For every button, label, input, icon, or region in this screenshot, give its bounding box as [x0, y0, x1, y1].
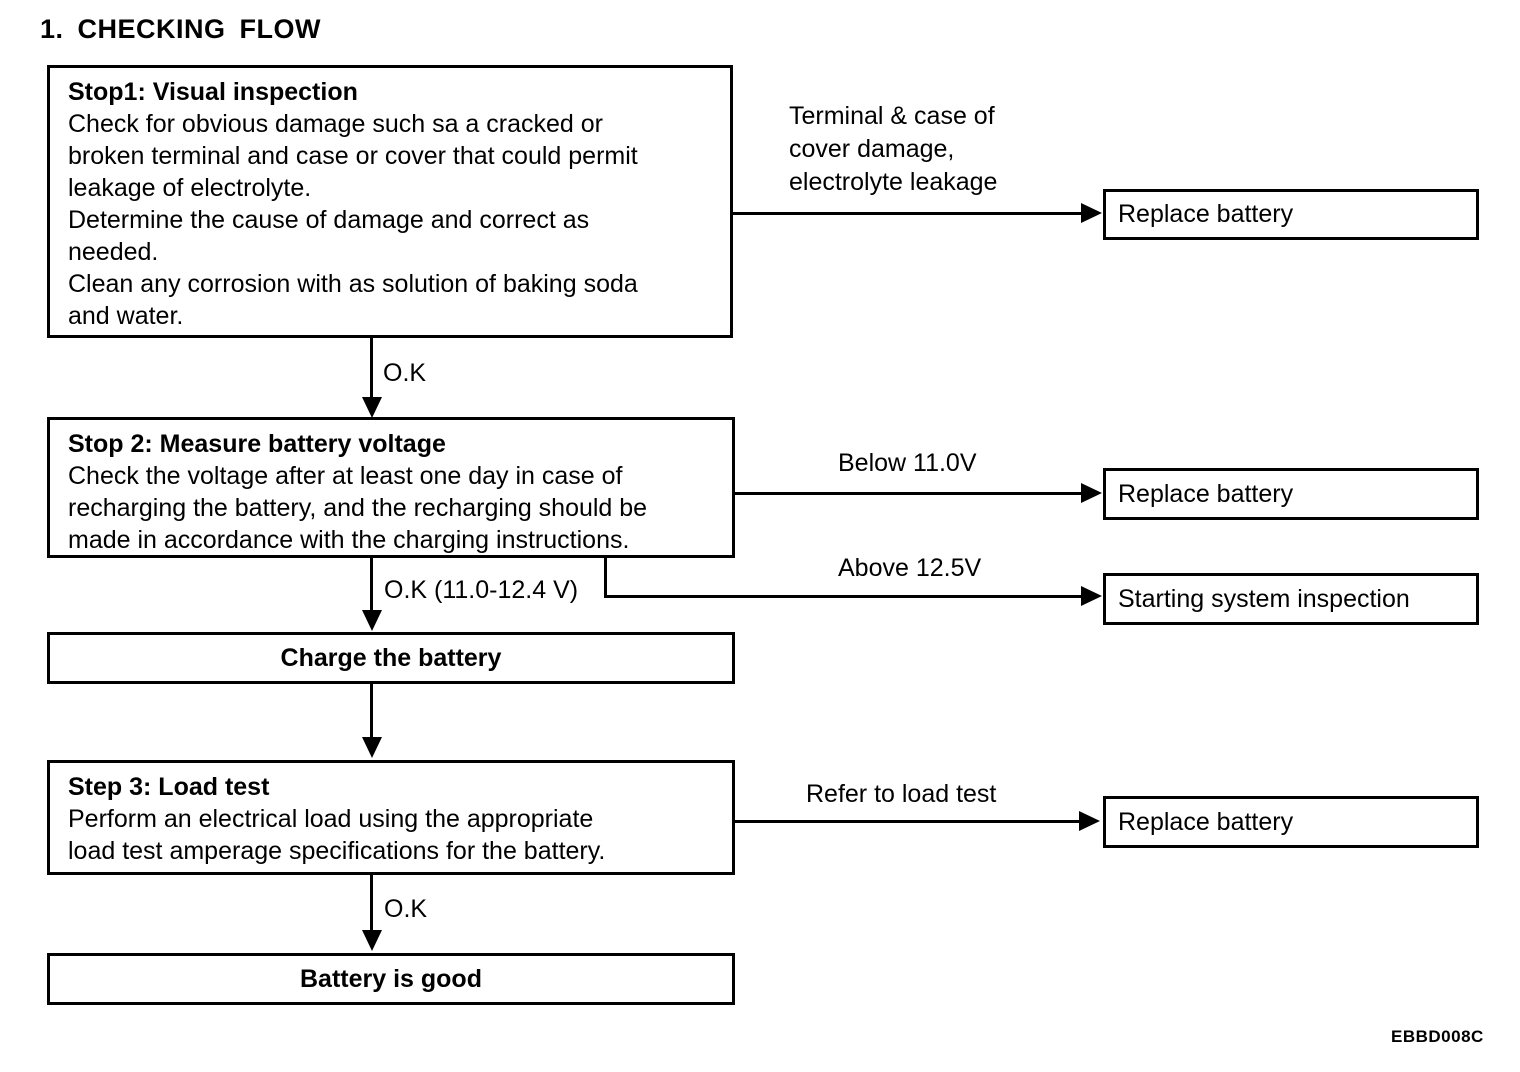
step3-heading: Step 3: Load test — [68, 773, 270, 801]
figure-code: EBBD008C — [1391, 1027, 1484, 1046]
charge-battery-label: Charge the battery — [280, 643, 502, 672]
step3-fail-label: Refer to load test — [806, 780, 997, 808]
step2-ok-connector — [370, 557, 373, 612]
step2-heading: Stop 2: Measure battery voltage — [68, 430, 446, 458]
step2-above-connector-horizontal — [604, 595, 1084, 598]
step2-below-arrowhead — [1081, 483, 1102, 503]
step1-heading: Stop1: Visual inspection — [68, 78, 358, 106]
step3-fail-connector — [734, 820, 1082, 823]
step1-box: Stop1: Visual inspection Check for obvio… — [47, 65, 733, 338]
replace-battery-top-label: Replace battery — [1118, 200, 1294, 228]
step2-above-arrowhead — [1081, 586, 1102, 606]
replace-battery-bottom-label: Replace battery — [1118, 807, 1294, 836]
step2-below-label: Below 11.0V — [838, 449, 977, 477]
charge-battery-box: Charge the battery — [47, 632, 735, 684]
step3-body: Perform an electrical load using the app… — [68, 805, 606, 865]
step3-ok-label: O.K — [384, 895, 428, 923]
step2-box: Stop 2: Measure battery voltage Check th… — [47, 417, 735, 558]
step1-ok-connector — [370, 338, 373, 400]
charge-to-step3-connector — [370, 683, 373, 739]
step1-ok-label: O.K — [383, 359, 427, 387]
step1-fail-arrowhead — [1081, 203, 1102, 223]
starting-system-inspection-box: Starting system inspection — [1103, 573, 1479, 625]
replace-battery-bottom-box: Replace battery — [1103, 796, 1479, 848]
step3-ok-arrowhead — [362, 930, 382, 951]
step1-fail-connector — [732, 212, 1084, 215]
step1-ok-arrowhead — [362, 397, 382, 418]
replace-battery-top-box: Replace battery — [1103, 189, 1479, 240]
replace-battery-mid-label: Replace battery — [1118, 479, 1294, 508]
step2-above-connector-vertical — [604, 557, 607, 598]
step3-box: Step 3: Load test Perform an electrical … — [47, 760, 735, 875]
step3-ok-connector — [370, 874, 373, 932]
step1-body: Check for obvious damage such sa a crack… — [68, 110, 638, 330]
step1-fail-label: Terminal & case of cover damage, electro… — [789, 102, 998, 196]
replace-battery-mid-box: Replace battery — [1103, 468, 1479, 520]
battery-good-box: Battery is good — [47, 953, 735, 1005]
starting-system-inspection-label: Starting system inspection — [1118, 584, 1410, 613]
step3-fail-arrowhead — [1079, 811, 1100, 831]
battery-good-label: Battery is good — [300, 964, 482, 993]
step2-body: Check the voltage after at least one day… — [68, 462, 648, 554]
step2-ok-label: O.K (11.0-12.4 V) — [384, 576, 579, 604]
page-title: 1. CHECKING FLOW — [40, 14, 321, 44]
step2-below-connector — [735, 492, 1084, 495]
charge-to-step3-arrowhead — [362, 737, 382, 758]
step2-above-label: Above 12.5V — [838, 554, 982, 582]
step2-ok-arrowhead — [362, 610, 382, 631]
